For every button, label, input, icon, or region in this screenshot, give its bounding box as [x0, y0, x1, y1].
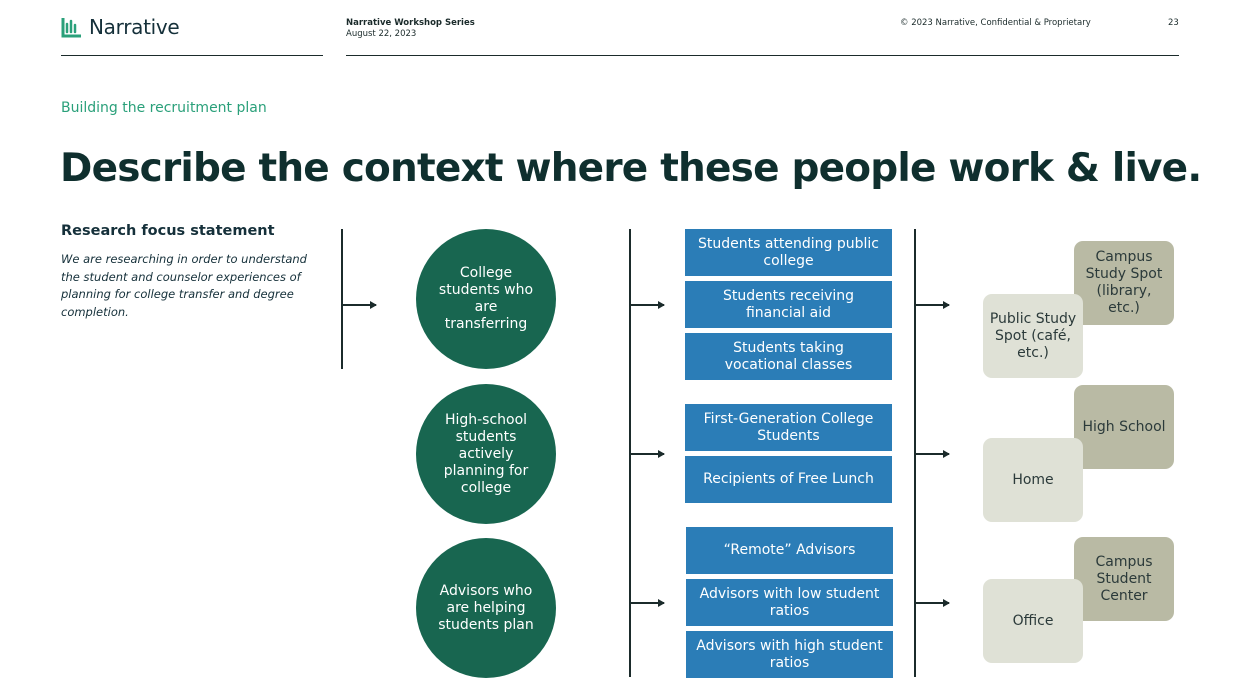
place-campus-student-center: Campus Student Center — [1074, 537, 1174, 621]
header-rule-right — [346, 55, 1179, 56]
segment-box: Students taking vocational classes — [685, 333, 892, 380]
connector-line-3 — [914, 229, 916, 677]
section-eyebrow: Building the recruitment plan — [61, 100, 267, 116]
audience-circle-advisors: Advisors who are helping students plan — [416, 538, 556, 678]
connector-line-2 — [629, 229, 631, 677]
segment-box: Students receiving financial aid — [685, 281, 892, 328]
arrow-to-circles — [342, 301, 377, 308]
audience-circle-transfer: College students who are transferring — [416, 229, 556, 369]
narrative-logo-icon — [61, 18, 81, 38]
focus-statement: We are researching in order to understan… — [61, 252, 307, 319]
segment-box: First-Generation College Students — [685, 404, 892, 451]
page-number: 23 — [1168, 18, 1179, 28]
arrow-to-segments-1 — [630, 301, 665, 308]
place-office: Office — [983, 579, 1083, 663]
place-public-study-spot: Public Study Spot (café, etc.) — [983, 294, 1083, 378]
copyright: © 2023 Narrative, Confidential & Proprie… — [900, 18, 1091, 28]
segment-box: “Remote” Advisors — [686, 527, 893, 574]
page-title: Describe the context where these people … — [60, 146, 1202, 191]
segment-box: Students attending public college — [685, 229, 892, 276]
series-info: Narrative Workshop Series August 22, 202… — [346, 18, 475, 40]
brand-logo: Narrative — [61, 15, 180, 39]
arrow-to-places-2 — [915, 450, 950, 457]
series-title: Narrative Workshop Series — [346, 18, 475, 28]
arrow-to-places-3 — [915, 599, 950, 606]
arrow-to-segments-2 — [630, 450, 665, 457]
audience-circle-highschool: High-school students actively planning f… — [416, 384, 556, 524]
place-high-school: High School — [1074, 385, 1174, 469]
arrow-to-segments-3 — [630, 599, 665, 606]
segment-box: Recipients of Free Lunch — [685, 456, 892, 503]
place-home: Home — [983, 438, 1083, 522]
arrow-to-places-1 — [915, 301, 950, 308]
segment-box: Advisors with low student ratios — [686, 579, 893, 626]
focus-heading: Research focus statement — [61, 223, 275, 239]
series-date: August 22, 2023 — [346, 29, 417, 39]
place-campus-study-spot: Campus Study Spot (library, etc.) — [1074, 241, 1174, 325]
connector-line-1 — [341, 229, 343, 369]
header-rule-left — [61, 55, 323, 56]
segment-box: Advisors with high student ratios — [686, 631, 893, 678]
brand-name: Narrative — [89, 15, 180, 39]
